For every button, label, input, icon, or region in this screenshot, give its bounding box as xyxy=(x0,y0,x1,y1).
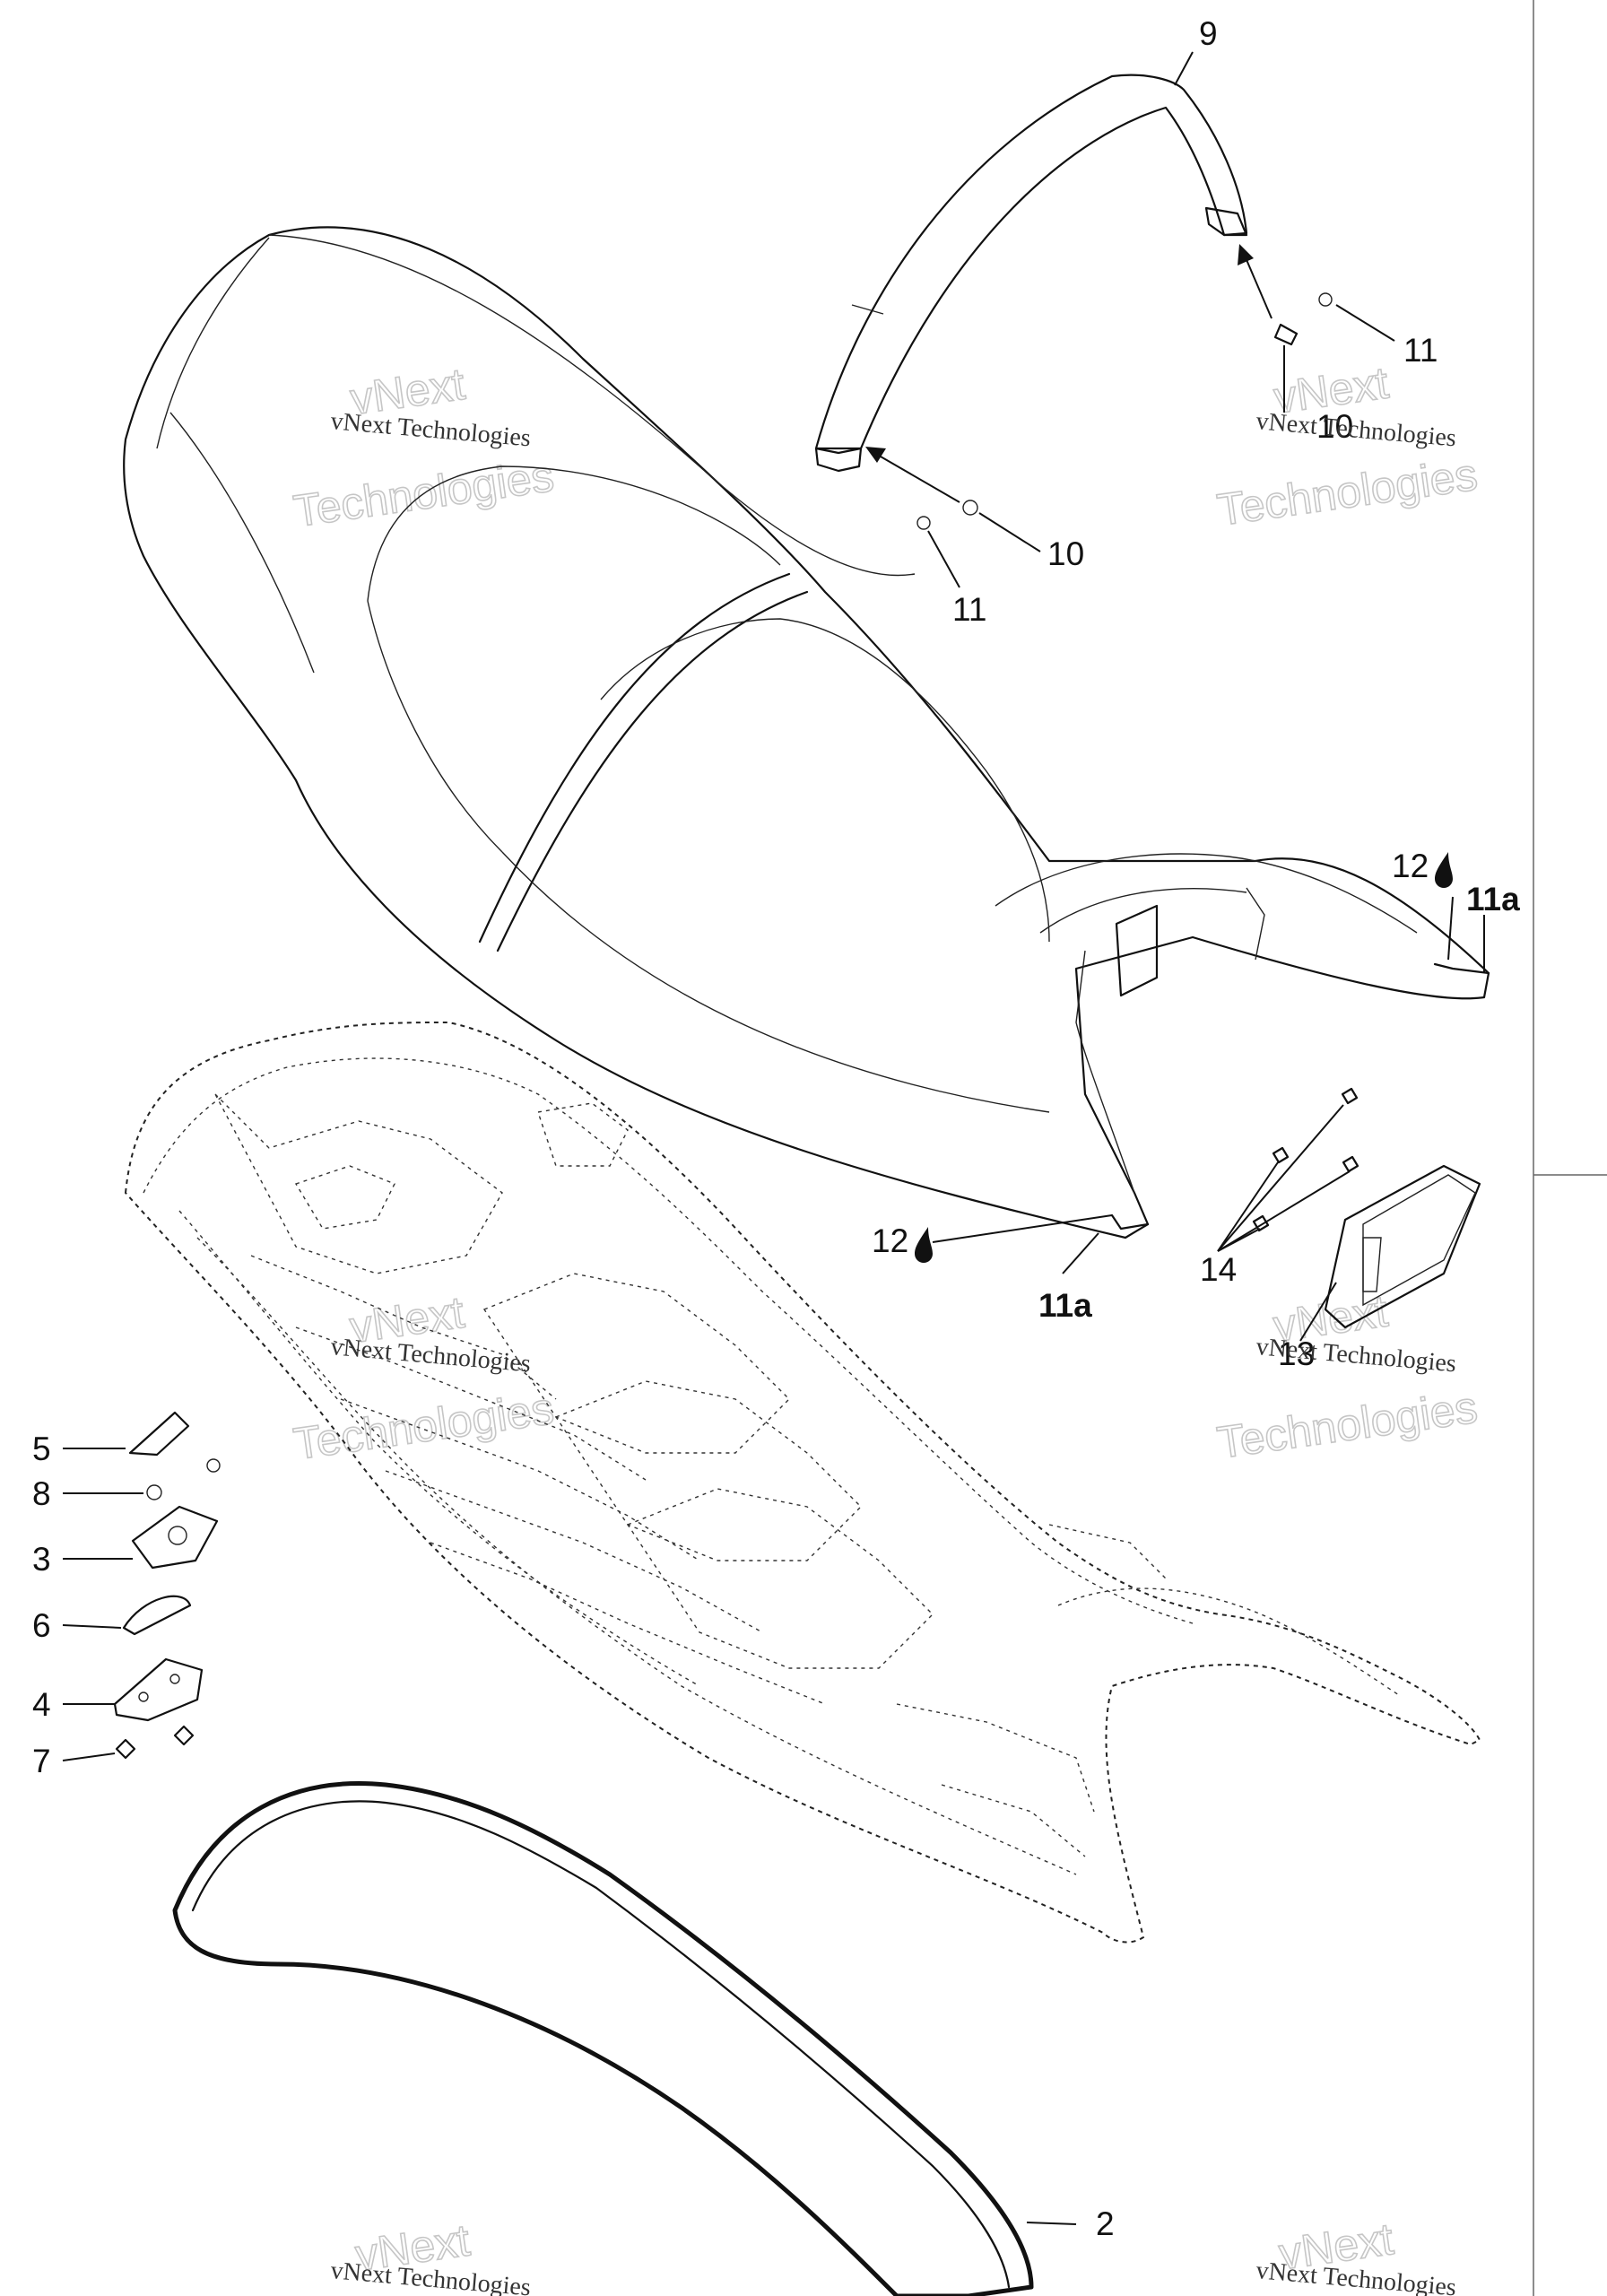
strap-fasteners xyxy=(916,292,1333,530)
callout-7: 7 xyxy=(32,1743,51,1779)
spring-clip-6 xyxy=(122,1595,192,1636)
watermark-text: vNext Technologies xyxy=(329,407,532,452)
strap-arrows xyxy=(865,244,1273,503)
screw-7a xyxy=(115,1738,136,1760)
watermark-line2: Technologies xyxy=(291,1383,557,1469)
watermark-line2: Technologies xyxy=(1214,1382,1481,1468)
leader-lines xyxy=(62,51,1485,2225)
callout-5: 5 xyxy=(32,1431,51,1467)
callout-3: 3 xyxy=(32,1541,51,1578)
watermark-line2: Technologies xyxy=(1214,449,1481,535)
latch-pin-5 xyxy=(128,1411,190,1457)
watermarks-small: vNext Technologies vNext Technologies vN… xyxy=(329,407,1457,2296)
callout-11-top: 11 xyxy=(1403,332,1438,369)
callout-2: 2 xyxy=(1096,2205,1115,2242)
storage-box xyxy=(1324,1164,1481,1329)
seat-cover xyxy=(123,226,1490,1239)
callout-4: 4 xyxy=(32,1686,51,1723)
callout-10-top: 10 xyxy=(1316,408,1353,445)
seat-strap xyxy=(814,74,1248,473)
screw-7b xyxy=(173,1725,195,1746)
latch-plate-3 xyxy=(131,1505,219,1570)
latch-assembly xyxy=(113,1411,221,1760)
callout-11a-lower: 11a xyxy=(1038,1287,1092,1324)
callout-12-upper: 12 xyxy=(1392,848,1429,884)
drop-icon xyxy=(915,1227,933,1263)
callout-6: 6 xyxy=(32,1607,51,1644)
callout-numbers: 9 11 10 10 11 12 11a 14 12 11a 13 5 8 3 … xyxy=(32,15,1520,2242)
washer-8 xyxy=(146,1484,162,1500)
callout-11a-upper: 11a xyxy=(1466,881,1520,918)
washer-8b xyxy=(206,1458,221,1473)
rivet-10-mid xyxy=(962,500,978,516)
latch-base-4 xyxy=(113,1657,204,1722)
callout-11-mid: 11 xyxy=(952,591,986,628)
arrow-head xyxy=(1238,244,1254,265)
seat-base xyxy=(124,1021,1481,1944)
callout-12-lower: 12 xyxy=(872,1222,908,1259)
arrow-head xyxy=(865,447,886,463)
washer-11-mid xyxy=(916,516,931,530)
washer-11-top xyxy=(1318,292,1333,307)
callout-14: 14 xyxy=(1200,1251,1237,1288)
drop-icon xyxy=(1435,852,1453,888)
callout-8: 8 xyxy=(32,1475,51,1512)
callout-10-mid: 10 xyxy=(1047,535,1084,572)
seat-gasket xyxy=(172,1781,1034,2296)
watermark-text: vNext Technologies xyxy=(1255,407,1457,452)
callout-9: 9 xyxy=(1199,15,1218,52)
callout-13: 13 xyxy=(1278,1335,1315,1372)
rivet-10-top xyxy=(1273,323,1299,346)
screws-14 xyxy=(1252,1087,1359,1232)
